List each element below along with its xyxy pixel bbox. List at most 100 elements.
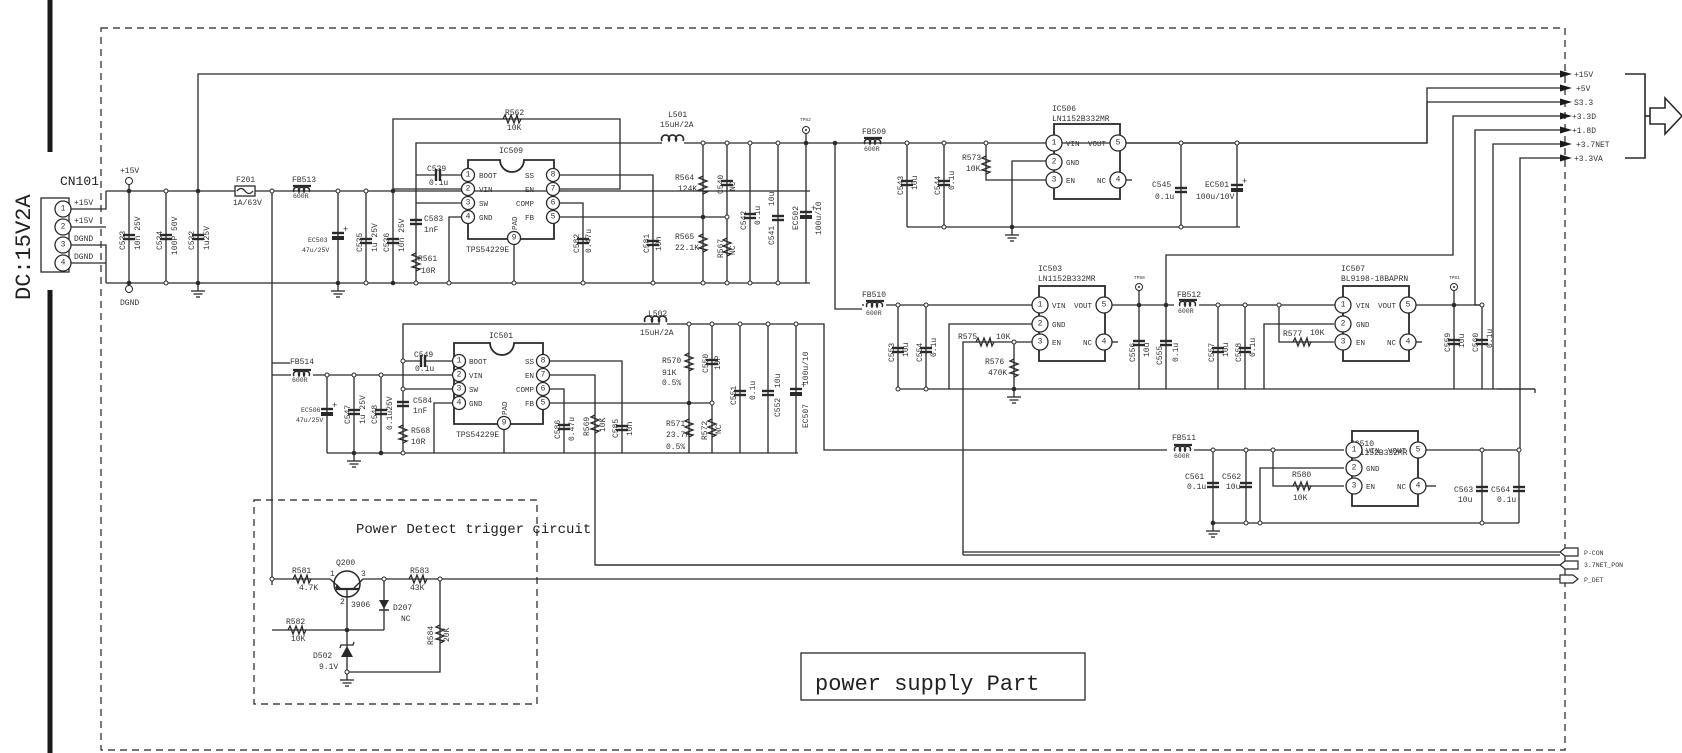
ferrite-fb514: FB514 600R xyxy=(290,358,314,384)
svg-text:10K: 10K xyxy=(599,417,608,432)
svg-text:91K: 91K xyxy=(662,369,677,378)
svg-text:R567: R567 xyxy=(717,239,726,258)
svg-text:LN1152B332MR: LN1152B332MR xyxy=(1350,449,1408,458)
test-point-tp82[interactable]: TP82 xyxy=(800,117,811,134)
capacitor-c564: C564 0.1u xyxy=(1491,450,1527,523)
svg-text:R573: R573 xyxy=(962,154,981,163)
svg-text:C556: C556 xyxy=(1129,343,1138,362)
capacitor-c553: C553 10u xyxy=(888,305,911,389)
resistor-r565: R565 22.1K xyxy=(675,233,708,253)
capacitor-c561: C561 0.1u xyxy=(1185,450,1221,523)
port-p-con[interactable]: P-CON xyxy=(1559,547,1604,557)
svg-text:100u/10V: 100u/10V xyxy=(1196,193,1235,202)
svg-text:470K: 470K xyxy=(988,369,1007,378)
svg-text:C564: C564 xyxy=(1491,486,1510,495)
capacitor-ec507: EC507 100u/10 xyxy=(788,324,811,453)
svg-text:3: 3 xyxy=(1052,176,1057,185)
svg-text:3906: 3906 xyxy=(351,601,370,610)
resistor-r573: R573 10K xyxy=(962,143,1048,181)
ic509-buck-converter: IC509 1 2 3 4 BOOT VIN SW GND 8 7 6 5 SS… xyxy=(460,147,561,255)
svg-text:0.1u25V: 0.1u25V xyxy=(386,396,395,430)
ferrite-fb511: FB511 600R xyxy=(1172,434,1196,460)
capacitor-ec506: EC506 47u/25V xyxy=(296,399,339,424)
svg-text:1: 1 xyxy=(61,205,66,214)
svg-text:10K: 10K xyxy=(1310,329,1325,338)
svg-text:7: 7 xyxy=(541,371,546,380)
svg-text:C545: C545 xyxy=(1152,181,1171,190)
svg-text:10n: 10n xyxy=(626,421,635,436)
svg-text:0.1u: 0.1u xyxy=(754,206,763,225)
net-15v-output xyxy=(197,73,1560,283)
svg-text:EC501: EC501 xyxy=(1205,181,1229,190)
output-arrow-icon xyxy=(1649,95,1682,137)
svg-text:47u/25V: 47u/25V xyxy=(302,247,329,254)
svg-text:S3.3: S3.3 xyxy=(1574,99,1593,108)
svg-text:0.1u: 0.1u xyxy=(749,381,758,400)
svg-text:COMP: COMP xyxy=(516,387,535,395)
svg-text:R561: R561 xyxy=(418,255,437,264)
svg-text:R572: R572 xyxy=(701,421,710,440)
port-3-7net-pon[interactable]: 3.7NET_PON xyxy=(1559,560,1623,570)
svg-text:2: 2 xyxy=(61,223,66,232)
svg-text:BL9198-18BAPRN: BL9198-18BAPRN xyxy=(1341,275,1408,284)
svg-text:NC: NC xyxy=(1387,340,1397,348)
svg-text:D502: D502 xyxy=(313,652,332,661)
svg-text:10u: 10u xyxy=(902,342,911,357)
resistor-r562: R562 10K xyxy=(502,109,524,133)
svg-text:7: 7 xyxy=(551,185,556,194)
capacitor-c533: C533 10n 25V xyxy=(119,191,143,283)
svg-text:600R: 600R xyxy=(293,193,309,200)
ic503-ldo: IC503 LN1152B332MR 1 2 3 5 4 VIN GND EN … xyxy=(1031,265,1118,362)
svg-text:15uH/2A: 15uH/2A xyxy=(640,329,674,338)
svg-text:600R: 600R xyxy=(866,310,882,317)
svg-text:NC: NC xyxy=(729,245,738,255)
svg-text:R565: R565 xyxy=(675,233,694,242)
svg-text:PAD: PAD xyxy=(502,401,510,415)
svg-text:1: 1 xyxy=(1052,139,1057,148)
svg-text:0.5%: 0.5% xyxy=(666,443,685,452)
svg-text:4: 4 xyxy=(1406,338,1411,347)
test-point-tp81[interactable]: TP81 xyxy=(1449,275,1460,291)
svg-text:C584: C584 xyxy=(413,397,432,406)
svg-text:8: 8 xyxy=(541,357,546,366)
svg-text:100u/10: 100u/10 xyxy=(802,351,811,385)
svg-text:1A/63V: 1A/63V xyxy=(233,199,262,208)
svg-text:NC: NC xyxy=(1397,484,1407,492)
svg-text:C586: C586 xyxy=(554,420,563,439)
resistor-r584: R584 20K xyxy=(427,624,452,645)
svg-text:C585: C585 xyxy=(612,419,621,438)
svg-text:0.1u: 0.1u xyxy=(1497,496,1516,505)
svg-text:TP81: TP81 xyxy=(1449,275,1460,281)
capacitor-c583: C583 1nF xyxy=(408,215,443,235)
capacitor-c545: C545 0.1u xyxy=(1152,143,1189,227)
resistor-r575: R575 10K xyxy=(958,333,1011,347)
svg-text:NC: NC xyxy=(729,181,738,191)
svg-text:600R: 600R xyxy=(1178,308,1194,315)
junction-dots xyxy=(126,140,1522,675)
port-p-det[interactable]: P_DET xyxy=(1559,574,1604,584)
svg-text:1: 1 xyxy=(1352,446,1357,455)
svg-text:SS: SS xyxy=(525,173,535,181)
svg-text:EN: EN xyxy=(1066,178,1075,186)
svg-text:0.1u: 0.1u xyxy=(930,338,939,357)
svg-text:0.47u: 0.47u xyxy=(585,229,594,253)
capacitor-c557: C557 10u xyxy=(1208,305,1231,389)
svg-text:2: 2 xyxy=(340,598,345,607)
svg-text:R583: R583 xyxy=(410,567,429,576)
svg-text:23.7K: 23.7K xyxy=(666,431,690,440)
capacitor-c544: C544 0.1u xyxy=(934,143,957,227)
svg-text:+3.3D: +3.3D xyxy=(1572,113,1596,122)
svg-text:LN1152B332MR: LN1152B332MR xyxy=(1052,115,1110,124)
svg-text:0.1u: 0.1u xyxy=(1249,338,1258,357)
svg-text:VIN: VIN xyxy=(479,187,493,195)
svg-text:VIN: VIN xyxy=(1052,303,1066,311)
test-point-tp80[interactable]: TP80 xyxy=(1134,275,1145,291)
svg-text:GND: GND xyxy=(1356,322,1370,330)
svg-text:2: 2 xyxy=(1052,158,1057,167)
svg-text:+1.8D: +1.8D xyxy=(1572,127,1596,136)
svg-text:C561: C561 xyxy=(1185,473,1204,482)
capacitor-ec502: EC502 100u/10 xyxy=(792,129,824,283)
svg-text:C533: C533 xyxy=(119,231,128,250)
sheet-title-block: power supply Part xyxy=(800,652,1086,701)
svg-text:10R: 10R xyxy=(421,267,436,276)
